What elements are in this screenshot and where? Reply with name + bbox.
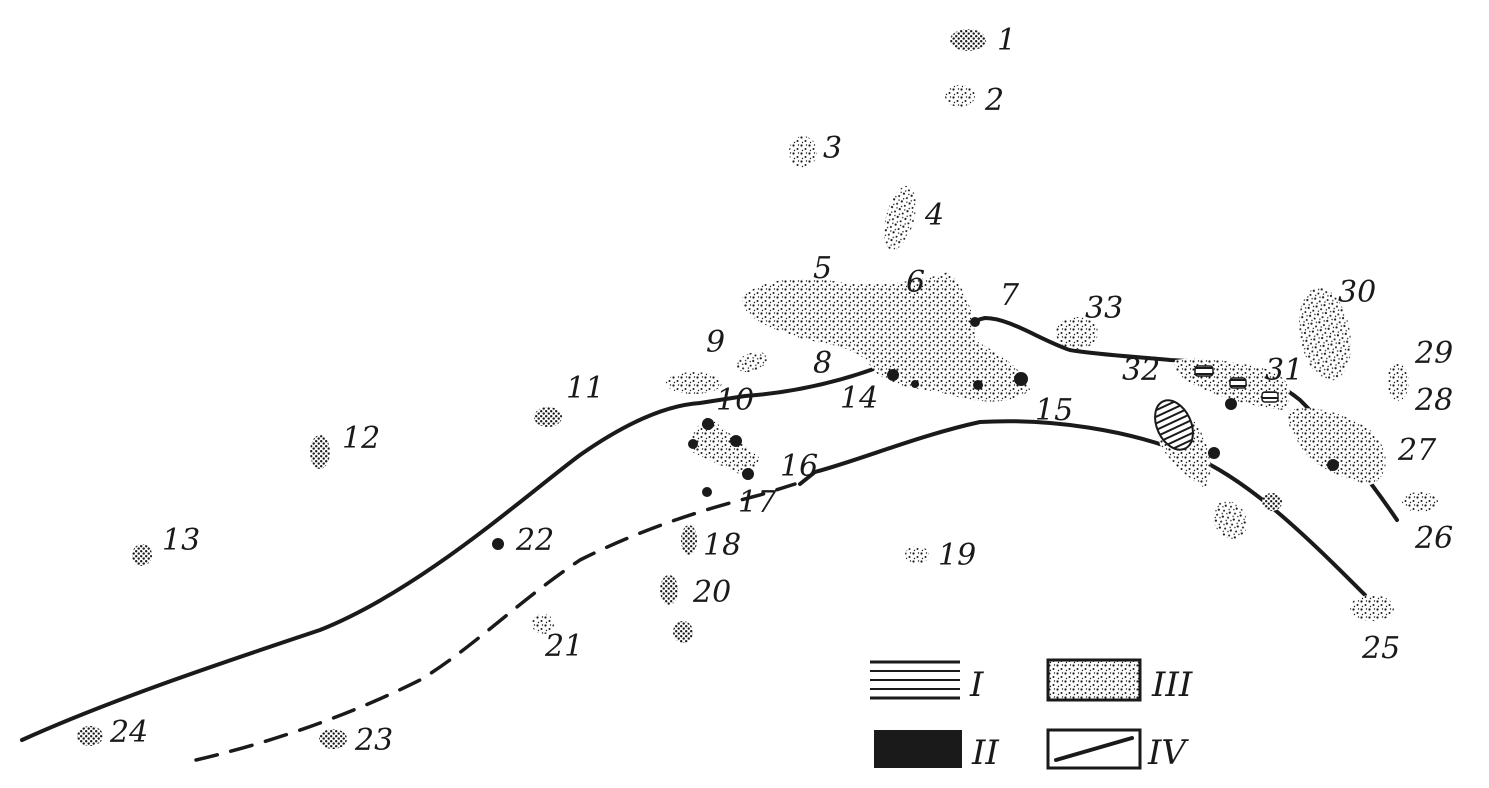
label-22: 22 xyxy=(515,523,554,558)
site-33-area xyxy=(1056,317,1098,349)
label-18: 18 xyxy=(703,528,741,563)
legend-item-IV: IV xyxy=(1046,728,1189,773)
label-29: 29 xyxy=(1414,336,1453,371)
site-26-area xyxy=(1402,492,1438,512)
site-25-area xyxy=(1350,595,1394,621)
point-10b xyxy=(730,435,742,447)
label-25: 25 xyxy=(1361,631,1400,666)
site-28-29-area xyxy=(1387,363,1409,401)
label-9: 9 xyxy=(706,325,725,360)
label-30: 30 xyxy=(1338,275,1376,310)
site-32b-area xyxy=(1212,500,1248,540)
label-10: 10 xyxy=(716,383,754,418)
site-20b-area xyxy=(673,621,693,643)
label-32: 32 xyxy=(1122,353,1160,388)
lower-ridge-line xyxy=(798,419,1367,597)
site-13-area xyxy=(132,544,152,566)
label-11: 11 xyxy=(566,371,604,406)
label-27: 27 xyxy=(1397,433,1437,468)
legend-label-III: III xyxy=(1151,665,1193,705)
site-labels: 1 2 3 4 5 6 7 8 9 10 11 12 13 14 15 16 1… xyxy=(109,23,1453,758)
hatched-feature-32 xyxy=(1154,399,1194,451)
site-24-area xyxy=(77,726,103,746)
legend-label-IV: IV xyxy=(1147,733,1189,773)
site-1-area xyxy=(950,29,986,51)
label-20: 20 xyxy=(692,575,731,610)
label-3: 3 xyxy=(823,131,842,166)
point-10a xyxy=(702,418,714,430)
point-10d xyxy=(688,439,698,449)
point-10c xyxy=(742,468,754,480)
point-7 xyxy=(970,317,980,327)
point-27 xyxy=(1327,459,1339,471)
label-31: 31 xyxy=(1265,353,1303,388)
site-30-area xyxy=(1299,287,1351,381)
dashed-boundary-line xyxy=(194,482,797,762)
label-17: 17 xyxy=(738,485,777,520)
label-12: 12 xyxy=(342,421,380,456)
point-14 xyxy=(887,369,899,381)
label-2: 2 xyxy=(984,83,1004,118)
label-7: 7 xyxy=(1000,278,1020,313)
label-1: 1 xyxy=(997,23,1016,58)
legend-label-I: I xyxy=(969,665,984,705)
legend-item-III: III xyxy=(1046,658,1193,705)
label-28: 28 xyxy=(1414,383,1453,418)
site-2-area xyxy=(945,85,975,107)
point-14b xyxy=(911,380,919,388)
type-I-features xyxy=(1154,365,1279,451)
label-33: 33 xyxy=(1085,291,1123,326)
label-4: 4 xyxy=(924,198,944,233)
site-27-area xyxy=(1288,408,1386,485)
label-13: 13 xyxy=(162,523,200,558)
label-26: 26 xyxy=(1414,521,1453,556)
label-5: 5 xyxy=(813,251,832,286)
label-24: 24 xyxy=(109,715,148,750)
label-14: 14 xyxy=(840,381,878,416)
label-8: 8 xyxy=(813,346,832,381)
site-9-area xyxy=(666,372,722,394)
legend-item-II: II xyxy=(874,730,999,773)
label-16: 16 xyxy=(780,449,818,484)
site-3-area xyxy=(789,136,817,168)
point-22 xyxy=(492,538,504,550)
label-21: 21 xyxy=(544,629,583,664)
point-31 xyxy=(1225,398,1237,410)
point-14c xyxy=(973,380,983,390)
site-21-area xyxy=(532,614,554,634)
point-32 xyxy=(1208,447,1220,459)
site-11-area xyxy=(534,407,562,427)
hatched-feature-31c xyxy=(1261,391,1279,403)
legend-swatch-III xyxy=(1046,658,1142,702)
site-23-area xyxy=(319,729,347,749)
hatched-feature-31b xyxy=(1229,377,1247,389)
label-23: 23 xyxy=(354,723,393,758)
site-8-area xyxy=(736,351,768,373)
site-18-area xyxy=(681,525,697,555)
legend-label-II: II xyxy=(971,733,999,773)
label-6: 6 xyxy=(906,265,925,300)
legend-item-I: I xyxy=(870,660,984,705)
hatched-feature-31a xyxy=(1194,365,1214,377)
site-4-area xyxy=(884,185,916,251)
legend-swatch-II xyxy=(874,730,962,768)
site-12-area xyxy=(310,435,330,469)
site-20-area xyxy=(660,575,678,605)
site-5-6-area xyxy=(742,272,1030,402)
point-15 xyxy=(1014,372,1028,386)
site-19-area xyxy=(905,546,929,564)
legend: I III II IV xyxy=(870,658,1193,773)
label-15: 15 xyxy=(1035,393,1073,428)
label-19: 19 xyxy=(938,538,976,573)
site-10-enclosure xyxy=(692,416,760,478)
point-17 xyxy=(702,487,712,497)
site-small-1270 xyxy=(1262,493,1282,511)
type-II-points xyxy=(492,317,1339,550)
